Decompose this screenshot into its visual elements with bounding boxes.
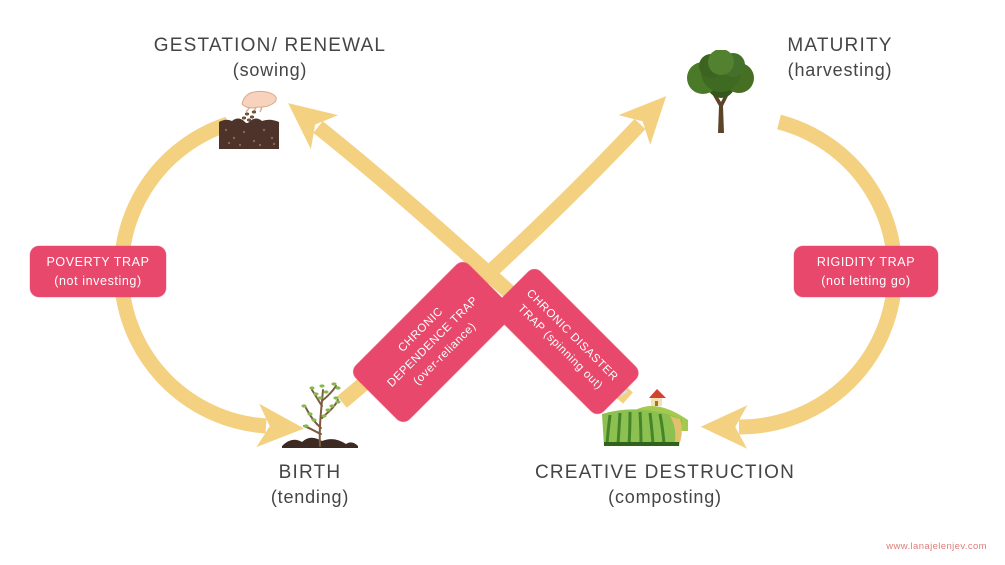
- stage-label-creative-destruction: CREATIVE DESTRUCTION (composting): [510, 460, 820, 510]
- poverty-trap-box: POVERTY TRAP (not investing): [30, 246, 166, 297]
- stage-subtitle: (tending): [270, 487, 350, 507]
- trap-line: (not investing): [54, 273, 142, 288]
- stage-subtitle: (harvesting): [787, 60, 893, 80]
- farm-field-icon: [600, 386, 695, 456]
- sapling-icon: [276, 376, 366, 456]
- rigidity-trap-box: RIGIDITY TRAP (not letting go): [794, 246, 938, 297]
- stage-subtitle: (composting): [608, 487, 722, 507]
- stage-title: BIRTH: [278, 462, 342, 483]
- trap-line: RIGIDITY TRAP: [816, 254, 916, 269]
- stage-subtitle: (sowing): [232, 60, 308, 80]
- trap-line: POVERTY TRAP: [46, 254, 150, 269]
- stage-label-gestation-renewal: GESTATION/ RENEWAL (sowing): [100, 33, 440, 83]
- mature-tree-icon: [681, 49, 761, 140]
- stage-title: MATURITY: [787, 35, 893, 56]
- stage-label-maturity: MATURITY (harvesting): [740, 33, 940, 83]
- watermark-url: www.lanajelenjev.com: [886, 541, 987, 552]
- stage-title: CREATIVE DESTRUCTION: [534, 462, 796, 483]
- stage-label-birth: BIRTH (tending): [215, 460, 405, 510]
- stage-title: GESTATION/ RENEWAL: [153, 35, 387, 56]
- trap-line: (not letting go): [821, 273, 911, 288]
- hand-sowing-seeds-icon: [214, 88, 284, 158]
